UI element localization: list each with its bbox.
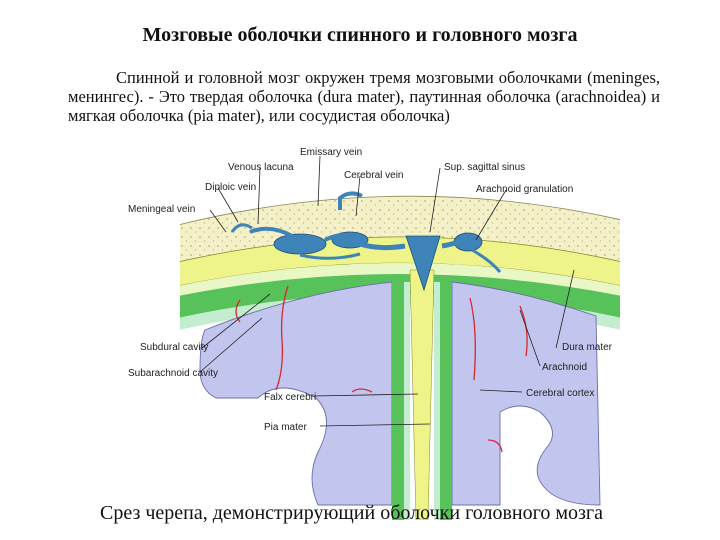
label-pia-mater: Pia mater xyxy=(264,422,307,433)
label-cerebral-vein: Cerebral vein xyxy=(344,170,403,181)
label-meningeal-vein: Meningeal vein xyxy=(128,204,195,215)
falx-dura xyxy=(409,269,435,520)
page-title: Мозговые оболочки спинного и головного м… xyxy=(142,24,578,46)
red-vessels xyxy=(235,285,528,453)
veins xyxy=(230,191,502,273)
label-falx-cerebri: Falx cerebri xyxy=(264,392,316,403)
falx-subarachnoid-left xyxy=(404,282,410,520)
arachnoid-layer xyxy=(180,274,620,318)
label-arachnoid: Arachnoid xyxy=(542,362,587,373)
falx-subarachnoid-right xyxy=(434,282,440,520)
diagram-layers xyxy=(180,191,620,520)
label-sup-sagittal-sinus: Sup. sagittal sinus xyxy=(444,162,525,173)
label-diploic-vein: Diploic vein xyxy=(205,182,256,193)
label-subdural-cavity: Subdural cavity xyxy=(140,342,208,353)
label-cerebral-cortex: Cerebral cortex xyxy=(526,388,594,399)
intro-paragraph: Спинной и головной мозг окружен тремя мо… xyxy=(68,68,660,125)
skull-bone-texture xyxy=(180,196,620,262)
left-hemisphere xyxy=(199,281,393,506)
label-dura-mater: Dura mater xyxy=(562,342,613,353)
falx-arachnoid-right xyxy=(440,282,452,520)
sagittal-sinus xyxy=(405,235,441,292)
label-arachnoid-granulation: Arachnoid granulation xyxy=(476,184,573,195)
diagram-labels: Emissary vein Venous lacuna Cerebral vei… xyxy=(128,147,613,433)
label-emissary-vein: Emissary vein xyxy=(300,147,362,158)
pointer-lines xyxy=(199,155,575,427)
falx-arachnoid-left xyxy=(392,282,404,520)
right-hemisphere xyxy=(451,281,601,506)
subdural-band xyxy=(180,263,620,296)
label-venous-lacuna: Venous lacuna xyxy=(228,162,294,173)
label-subarachnoid-cavity: Subarachnoid cavity xyxy=(128,368,218,379)
intro-text: Спинной и головной мозг окружен тремя мо… xyxy=(68,68,660,125)
figure-caption: Срез черепа, демонстрирующий оболочки го… xyxy=(100,502,603,524)
